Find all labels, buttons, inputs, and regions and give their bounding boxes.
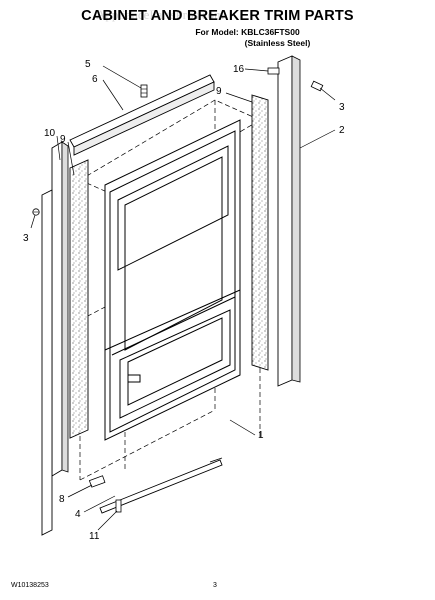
callout-1: 1 xyxy=(258,430,264,441)
door-frame-part-1 xyxy=(104,119,241,441)
screw-part-3-left xyxy=(32,208,40,216)
callout-11: 11 xyxy=(89,531,100,542)
right-side-panel-part-2 xyxy=(277,55,301,387)
callout-16: 16 xyxy=(233,64,245,75)
screw-part-11 xyxy=(115,499,122,513)
page-title: CABINET AND BREAKER TRIM PARTS xyxy=(81,8,354,24)
bracket-part-8 xyxy=(88,475,106,488)
callout-3-left: 3 xyxy=(23,233,29,244)
right-gasket-trim-part-9 xyxy=(251,94,269,371)
leader-lines xyxy=(30,65,336,531)
callout-9-left: 9 xyxy=(60,134,66,145)
callout-8: 8 xyxy=(59,494,65,505)
watermark-text: AppliancePartsPros.com xyxy=(96,7,225,22)
finish-line: (Stainless Steel) xyxy=(244,38,311,48)
screw-part-3-right xyxy=(310,80,324,92)
left-side-trim-part-10 xyxy=(51,141,69,477)
bottom-trim-part-4 xyxy=(99,457,223,514)
callout-4: 4 xyxy=(75,509,81,520)
top-trim-part-6 xyxy=(69,74,215,156)
callout-2: 2 xyxy=(339,125,345,136)
document-number: W10138253 xyxy=(11,582,49,589)
left-panel xyxy=(41,189,53,536)
model-line: For Model: KBLC36FTS00 xyxy=(195,27,300,37)
callout-6: 6 xyxy=(92,74,98,85)
callout-5: 5 xyxy=(85,59,91,70)
callout-10: 10 xyxy=(44,128,56,139)
callout-3-right: 3 xyxy=(339,102,345,113)
callout-9-right: 9 xyxy=(216,86,222,97)
left-gasket-trim-part-9 xyxy=(69,159,89,439)
page-number: 3 xyxy=(213,582,217,589)
screw-part-16 xyxy=(267,67,280,75)
screw-part-5 xyxy=(140,84,148,98)
